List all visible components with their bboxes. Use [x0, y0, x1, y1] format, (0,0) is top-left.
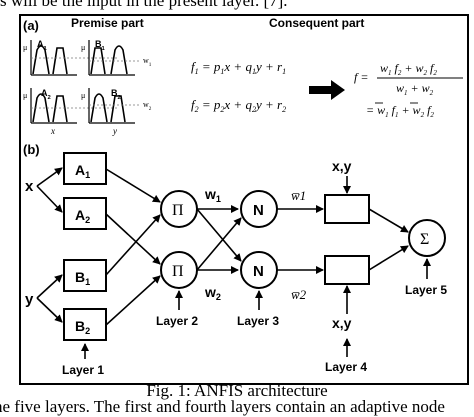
layer4-input-bottom: x,y	[332, 315, 352, 331]
mf-plot-b2	[88, 88, 141, 124]
svg-text:w1 + w2: w1 + w2	[396, 81, 434, 97]
mf-label-b2: B2	[111, 88, 122, 101]
layer-label-5: Layer 5	[405, 283, 447, 297]
mf-label-a2: A2	[41, 88, 52, 101]
axis-x-label: x	[50, 126, 55, 136]
mf-label-b1: B1	[95, 39, 106, 52]
n-symbol-2: N	[253, 263, 264, 280]
rule2-formula: f2 = p2x + q2y + r2	[191, 97, 286, 114]
layer-label-4: Layer 4	[325, 360, 367, 374]
layer4-input-top: x,y	[332, 158, 352, 174]
norm-weight-label-2: w̅2	[291, 287, 307, 302]
axis-mu-1: μ	[23, 43, 27, 52]
svg-text:= w1 f1 + w2 f2: = w1 f1 + w2 f2	[366, 103, 434, 119]
norm-weight-label-1: w̅1	[291, 188, 306, 203]
pi-symbol-1: Π	[172, 202, 184, 219]
rule1-formula: f1 = p1x + q1y + r1	[191, 59, 286, 76]
sigma-symbol: Σ	[420, 231, 429, 248]
panel-a-label: (a)	[23, 18, 39, 33]
w-label-1: w1	[143, 56, 152, 68]
node-a1	[63, 152, 107, 185]
output-formula: f = w1 f2 + w2 f2 w1 + w2 = w1 f1 + w2 f…	[354, 61, 463, 119]
mf-plot-b1	[88, 40, 141, 76]
consequent-title: Consequent part	[269, 16, 364, 30]
panel-b-label: (b)	[23, 142, 40, 157]
axis-mu-3: μ	[23, 91, 27, 100]
anfis-diagram: (a) Premise part Consequent part A1 μ B1…	[23, 16, 463, 377]
weight-label-2: w2	[204, 284, 221, 302]
node-sigma	[408, 219, 446, 257]
layer-label-3: Layer 3	[237, 314, 279, 328]
input-x: x	[25, 178, 34, 195]
w-label-2: w2	[143, 100, 152, 112]
svg-text:f2 = p2x + q2y + r2: f2 = p2x + q2y + r2	[191, 97, 286, 114]
premise-title: Premise part	[71, 16, 144, 30]
n-symbol-1: N	[253, 202, 264, 219]
axis-y-label: y	[112, 126, 117, 136]
svg-text:w1 f2 + w2 f2: w1 f2 + w2 f2	[380, 61, 437, 77]
axis-mu-4: μ	[81, 91, 85, 100]
node-l4-1	[324, 194, 370, 224]
body-text-bottom: he five layers. The first and fourth lay…	[0, 397, 445, 416]
input-y: y	[25, 291, 34, 308]
node-a2	[63, 197, 107, 230]
node-b1	[63, 259, 107, 292]
svg-text:f =: f =	[354, 70, 368, 84]
node-b2	[63, 308, 107, 341]
body-text-top: s will be the input in the present layer…	[0, 0, 288, 10]
consequent-arrow	[309, 80, 345, 100]
mf-label-a1: A1	[37, 39, 48, 52]
weight-label-1: w1	[204, 186, 221, 204]
layer-label-2: Layer 2	[156, 314, 198, 328]
pi-symbol-2: Π	[172, 263, 184, 280]
node-l4-2	[324, 255, 370, 285]
mf-plot-a1	[30, 40, 119, 76]
axis-mu-2: μ	[81, 43, 85, 52]
svg-text:f1 = p1x + q1y + r1: f1 = p1x + q1y + r1	[191, 59, 286, 76]
layer-label-1: Layer 1	[62, 363, 104, 377]
figure-caption: Fig. 1: ANFIS architecture	[146, 381, 328, 400]
